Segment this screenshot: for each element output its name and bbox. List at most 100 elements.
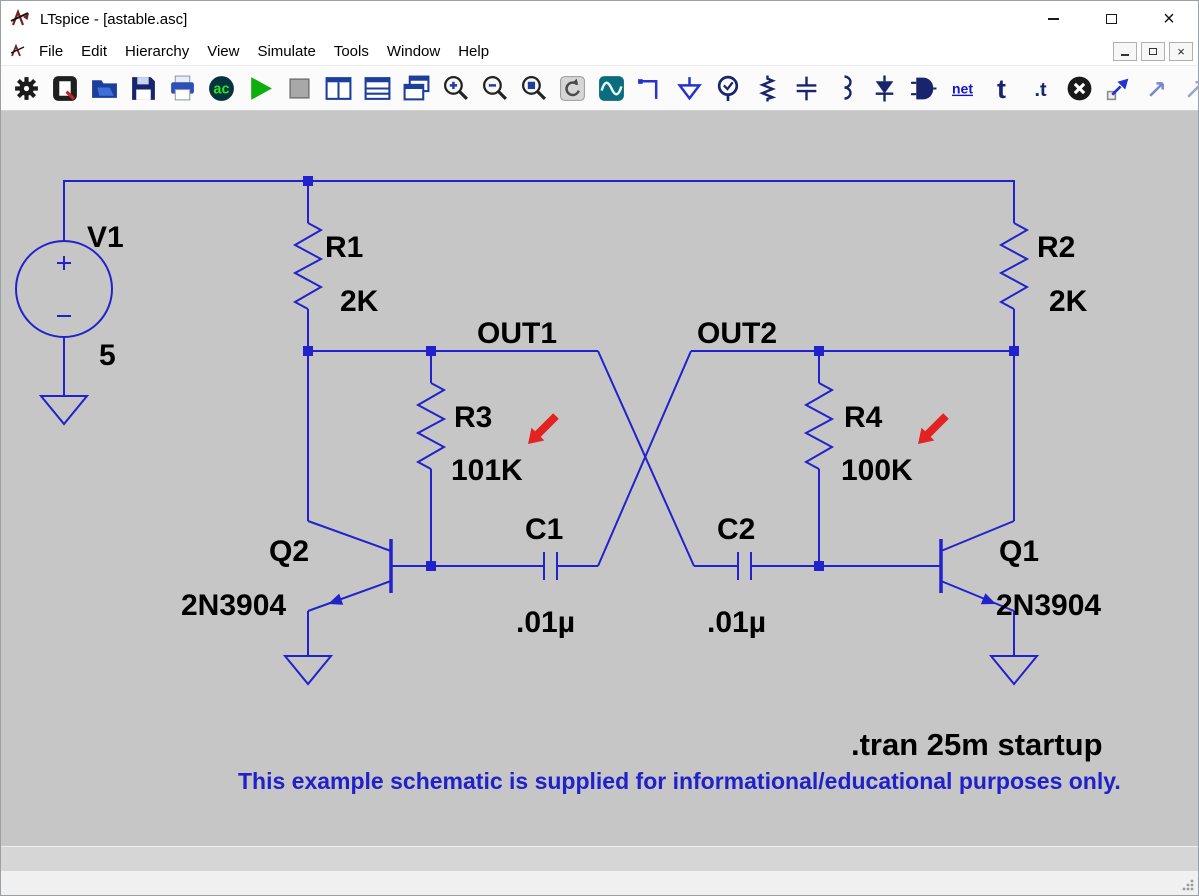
- capacitor-button[interactable]: [787, 67, 826, 109]
- new-schematic-button[interactable]: [46, 67, 85, 109]
- c2-value-label[interactable]: .01µ: [707, 606, 766, 639]
- move-button[interactable]: [1138, 67, 1177, 109]
- mdi-close-button[interactable]: ×: [1169, 41, 1193, 61]
- print-button[interactable]: [163, 67, 202, 109]
- r1-resistor[interactable]: [294, 222, 322, 310]
- r1-ref-label[interactable]: R1: [325, 231, 363, 264]
- ltspice-logo-icon: [10, 8, 29, 26]
- r4-ref-label[interactable]: R4: [844, 401, 883, 434]
- menu-tools[interactable]: Tools: [333, 42, 369, 60]
- ground-button[interactable]: [670, 67, 709, 109]
- mdi-restore-icon: [1149, 44, 1162, 55]
- minimize-button[interactable]: [1024, 1, 1082, 37]
- menu-edit[interactable]: Edit: [81, 42, 108, 60]
- save-button[interactable]: [124, 67, 163, 109]
- mdi-minimize-button[interactable]: [1113, 41, 1137, 61]
- label-net-button[interactable]: [709, 67, 748, 109]
- text-tool-icon: t: [997, 74, 1006, 103]
- ground-symbol-v1[interactable]: [40, 395, 88, 425]
- r3-resistor[interactable]: [417, 382, 445, 470]
- q1-transistor[interactable]: [939, 520, 1015, 612]
- move-icon: [1149, 81, 1164, 97]
- run-button[interactable]: [241, 67, 280, 109]
- r1-value-label[interactable]: 2K: [340, 285, 379, 318]
- drag-button[interactable]: [1177, 67, 1198, 109]
- c2-capacitor[interactable]: [737, 551, 752, 581]
- mdi-minimize-icon: [1121, 54, 1129, 56]
- c1-ref-label[interactable]: C1: [525, 513, 563, 546]
- q1-ref-label[interactable]: Q1: [999, 535, 1039, 568]
- diode-icon: [875, 75, 894, 101]
- netlist-button[interactable]: net: [943, 67, 982, 109]
- spice-directive-text[interactable]: .tran 25m startup: [851, 727, 1103, 762]
- ground-symbol-q1[interactable]: [990, 655, 1038, 685]
- diode-button[interactable]: [865, 67, 904, 109]
- spice-directive-button[interactable]: .t: [1021, 67, 1060, 109]
- menu-help[interactable]: Help: [458, 42, 490, 60]
- tile-horizontal-button[interactable]: [358, 67, 397, 109]
- copy-button[interactable]: [1099, 67, 1138, 109]
- cascade-windows-button[interactable]: [397, 67, 436, 109]
- close-button[interactable]: ×: [1140, 1, 1198, 37]
- control-panel-button[interactable]: [7, 67, 46, 109]
- pan-refresh-icon: [560, 75, 585, 101]
- r2-resistor[interactable]: [1000, 222, 1028, 310]
- gear-icon: [15, 76, 38, 100]
- text-button[interactable]: t: [982, 67, 1021, 109]
- red-arrow-markers: [528, 413, 949, 444]
- q2-ref-label[interactable]: Q2: [269, 535, 309, 568]
- drag-icon: [1187, 80, 1198, 98]
- close-icon: ×: [1163, 8, 1175, 30]
- v1-value-label[interactable]: 5: [99, 339, 116, 372]
- c1-capacitor[interactable]: [543, 551, 558, 581]
- c2-ref-label[interactable]: C2: [717, 513, 755, 546]
- tile-vertical-button[interactable]: [319, 67, 358, 109]
- component-button[interactable]: [904, 67, 943, 109]
- pan-button[interactable]: [553, 67, 592, 109]
- r4-value-label[interactable]: 100K: [841, 454, 913, 487]
- zoom-in-button[interactable]: [436, 67, 475, 109]
- r3-ref-label[interactable]: R3: [454, 401, 492, 434]
- ground-symbol-q2[interactable]: [284, 655, 332, 685]
- net-label-out2[interactable]: OUT2: [697, 317, 777, 350]
- bottom-bar: [1, 871, 1198, 895]
- q1-value-label[interactable]: 2N3904: [996, 589, 1101, 622]
- open-folder-icon: [92, 79, 117, 98]
- r3-value-label[interactable]: 101K: [451, 454, 523, 487]
- r4-resistor[interactable]: [805, 382, 833, 470]
- mdi-restore-button[interactable]: [1141, 41, 1165, 61]
- print-icon: [171, 75, 194, 100]
- wire-button[interactable]: [631, 67, 670, 109]
- halt-button[interactable]: [280, 67, 319, 109]
- q2-value-label[interactable]: 2N3904: [181, 589, 286, 622]
- menu-simulate[interactable]: Simulate: [257, 42, 316, 60]
- wire-icon: [638, 78, 658, 99]
- menu-window[interactable]: Window: [386, 42, 441, 60]
- zoom-fit-button[interactable]: [514, 67, 553, 109]
- menu-view[interactable]: View: [207, 42, 240, 60]
- c1-value-label[interactable]: .01µ: [516, 606, 575, 639]
- v1-voltage-source[interactable]: [15, 240, 113, 338]
- waveform-button[interactable]: [592, 67, 631, 109]
- maximize-button[interactable]: [1082, 1, 1140, 37]
- v1-ref-label[interactable]: V1: [87, 221, 124, 254]
- r2-ref-label[interactable]: R2: [1037, 231, 1075, 264]
- resistor-button[interactable]: [748, 67, 787, 109]
- resize-grip[interactable]: [1180, 877, 1195, 892]
- wires[interactable]: [63, 180, 1015, 656]
- menu-file[interactable]: File: [39, 42, 64, 60]
- capacitor-icon: [796, 76, 817, 100]
- zoom-out-button[interactable]: [475, 67, 514, 109]
- cancel-button[interactable]: [1060, 67, 1099, 109]
- note-text[interactable]: This example schematic is supplied for i…: [238, 768, 1121, 794]
- cascade-windows-icon: [403, 75, 430, 100]
- schematic-canvas[interactable]: V1 5 R1 2K R2 2K OUT1 OUT2 R3 101K R4 10…: [1, 111, 1199, 846]
- net-label-out1[interactable]: OUT1: [477, 317, 557, 350]
- q2-transistor[interactable]: [307, 520, 393, 612]
- ac-analysis-button[interactable]: ac: [202, 67, 241, 109]
- menu-hierarchy[interactable]: Hierarchy: [125, 42, 190, 60]
- open-button[interactable]: [85, 67, 124, 109]
- schematic-area: V1 5 R1 2K R2 2K OUT1 OUT2 R3 101K R4 10…: [1, 111, 1198, 846]
- inductor-button[interactable]: [826, 67, 865, 109]
- r2-value-label[interactable]: 2K: [1049, 285, 1088, 318]
